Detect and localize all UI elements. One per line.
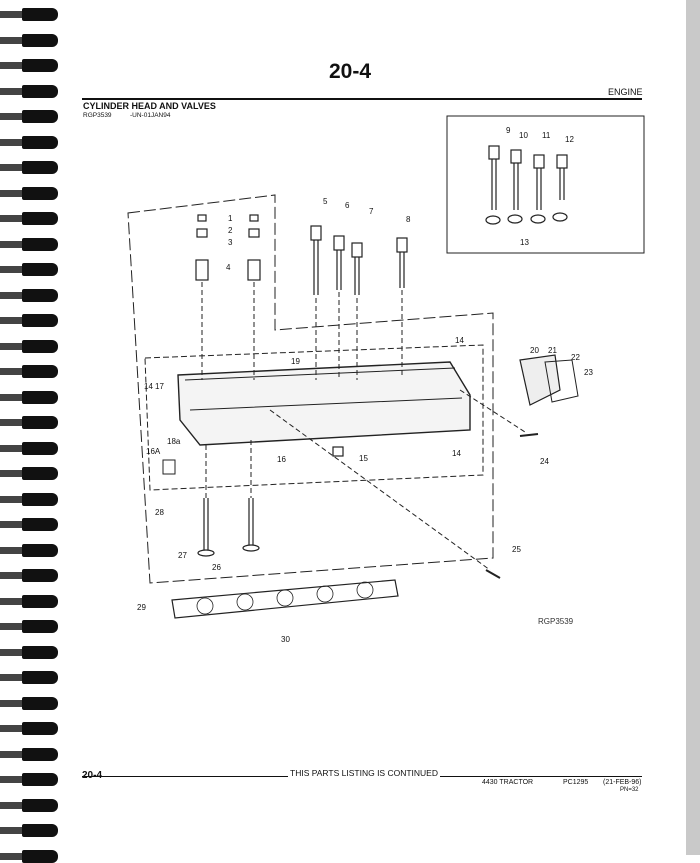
binding-ring (0, 237, 58, 251)
binding-ring (0, 824, 58, 837)
head-assembly-outline (127, 194, 494, 584)
binding-ring (0, 212, 58, 225)
bolt-inset-box (446, 115, 645, 254)
callout-number: 29 (137, 603, 146, 612)
binding-ring (0, 314, 58, 327)
binding-ring (0, 59, 58, 72)
publication-date: (21-FEB-96) (603, 779, 642, 786)
page-edge (686, 0, 700, 855)
continued-note: THIS PARTS LISTING IS CONTINUED (288, 768, 440, 778)
callout-number: 7 (369, 207, 374, 216)
callout-number: 23 (584, 368, 593, 377)
spiral-binding (0, 0, 62, 863)
callout-number: 21 (548, 346, 557, 355)
callout-number: 25 (512, 545, 521, 554)
callout-number: 6 (345, 201, 350, 210)
binding-ring (0, 365, 58, 378)
callout-number: 4 (226, 263, 231, 272)
footer-page-number: 20-4 (82, 770, 103, 781)
callout-number: 15 (359, 454, 368, 463)
callout-number: 27 (178, 551, 187, 560)
inner-outline (144, 344, 484, 491)
section-title: CYLINDER HEAD AND VALVES (83, 101, 216, 111)
callout-number: 3 (228, 238, 233, 247)
header-rule (82, 98, 642, 100)
callout-number: 9 (506, 126, 511, 135)
callout-number: 14 (144, 382, 153, 391)
tractor-model: 4430 TRACTOR (482, 779, 534, 786)
binding-ring (0, 569, 58, 582)
callout-number: 17 (155, 382, 164, 391)
binding-ring (0, 620, 58, 633)
callout-number: 8 (406, 215, 411, 224)
binding-ring (0, 747, 58, 761)
binding-ring (0, 135, 58, 149)
page-number: 20-4 (328, 60, 372, 83)
binding-ring (0, 773, 58, 786)
callout-number: 19 (291, 357, 300, 366)
binding-ring (0, 441, 58, 455)
binding-ring (0, 671, 58, 684)
binding-ring (0, 492, 58, 506)
head-gasket (171, 579, 399, 619)
page-index: PN=32 (620, 787, 639, 793)
binding-ring (0, 110, 58, 123)
callout-number: 22 (571, 353, 580, 362)
callout-number: 12 (565, 135, 574, 144)
binding-ring (0, 798, 58, 812)
callout-number: 2 (228, 226, 233, 235)
binding-ring (0, 467, 58, 480)
callout-number: 13 (520, 238, 529, 247)
binding-ring (0, 594, 58, 608)
binding-ring (0, 543, 58, 557)
callout-number: 5 (323, 197, 328, 206)
callout-number: 10 (519, 131, 528, 140)
binding-ring (0, 84, 58, 98)
binding-ring (0, 33, 58, 47)
binding-ring (0, 288, 58, 302)
callout-number: 30 (281, 635, 290, 644)
serial-note: -UN-01JAN94 (130, 112, 171, 119)
publication-code: PC1295 (563, 779, 589, 786)
binding-ring (0, 186, 58, 200)
binding-ring (0, 696, 58, 710)
callout-number: 18a (167, 437, 181, 446)
binding-ring (0, 263, 58, 276)
callout-number: 20 (530, 346, 539, 355)
binding-ring (0, 518, 58, 531)
section-label: ENGINE (608, 87, 643, 97)
callout-number: 26 (212, 563, 221, 572)
binding-ring (0, 645, 58, 659)
binding-ring (0, 390, 58, 404)
binding-ring (0, 416, 58, 429)
binding-ring (0, 339, 58, 353)
callout-number: 1 (228, 214, 233, 223)
binding-ring (0, 8, 58, 21)
callout-number: 16A (146, 447, 161, 456)
cylinder-head (177, 361, 471, 446)
callout-number: 16 (277, 455, 286, 464)
callout-number: 14 (455, 336, 464, 345)
binding-ring (0, 161, 58, 174)
reference-code: RGP3539 (83, 112, 112, 119)
binding-ring (0, 722, 58, 735)
callout-number: 11 (542, 131, 551, 140)
callout-number: 14 (452, 449, 461, 458)
callout-number: 28 (155, 508, 164, 517)
illustration-reference: RGP3539 (538, 617, 574, 626)
callout-number: 24 (540, 457, 549, 466)
